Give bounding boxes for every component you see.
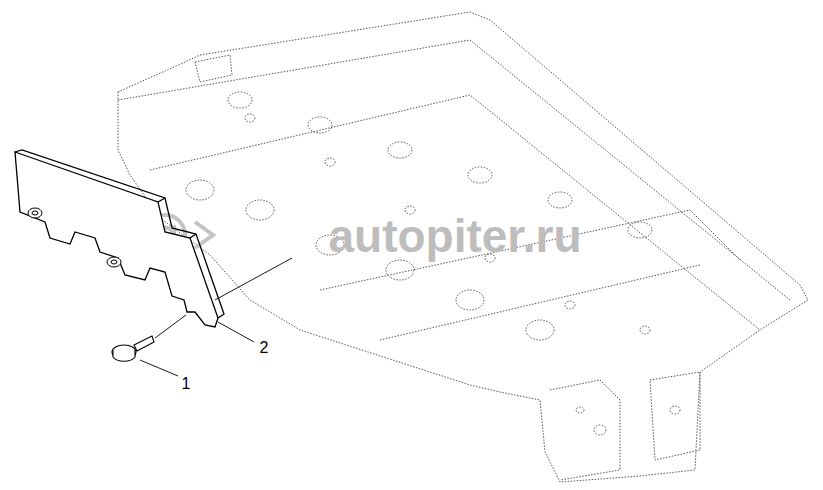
- callout-number: 2: [260, 340, 269, 356]
- cylinder-head: [118, 12, 808, 482]
- callout-number: 1: [182, 376, 191, 392]
- plate-bolts: [28, 208, 121, 267]
- bolt: [112, 336, 154, 361]
- assembly-line: [155, 258, 292, 338]
- leader-line: [140, 322, 254, 376]
- watermark: autopiter.ru: [328, 213, 581, 259]
- cover-plate: [15, 150, 224, 327]
